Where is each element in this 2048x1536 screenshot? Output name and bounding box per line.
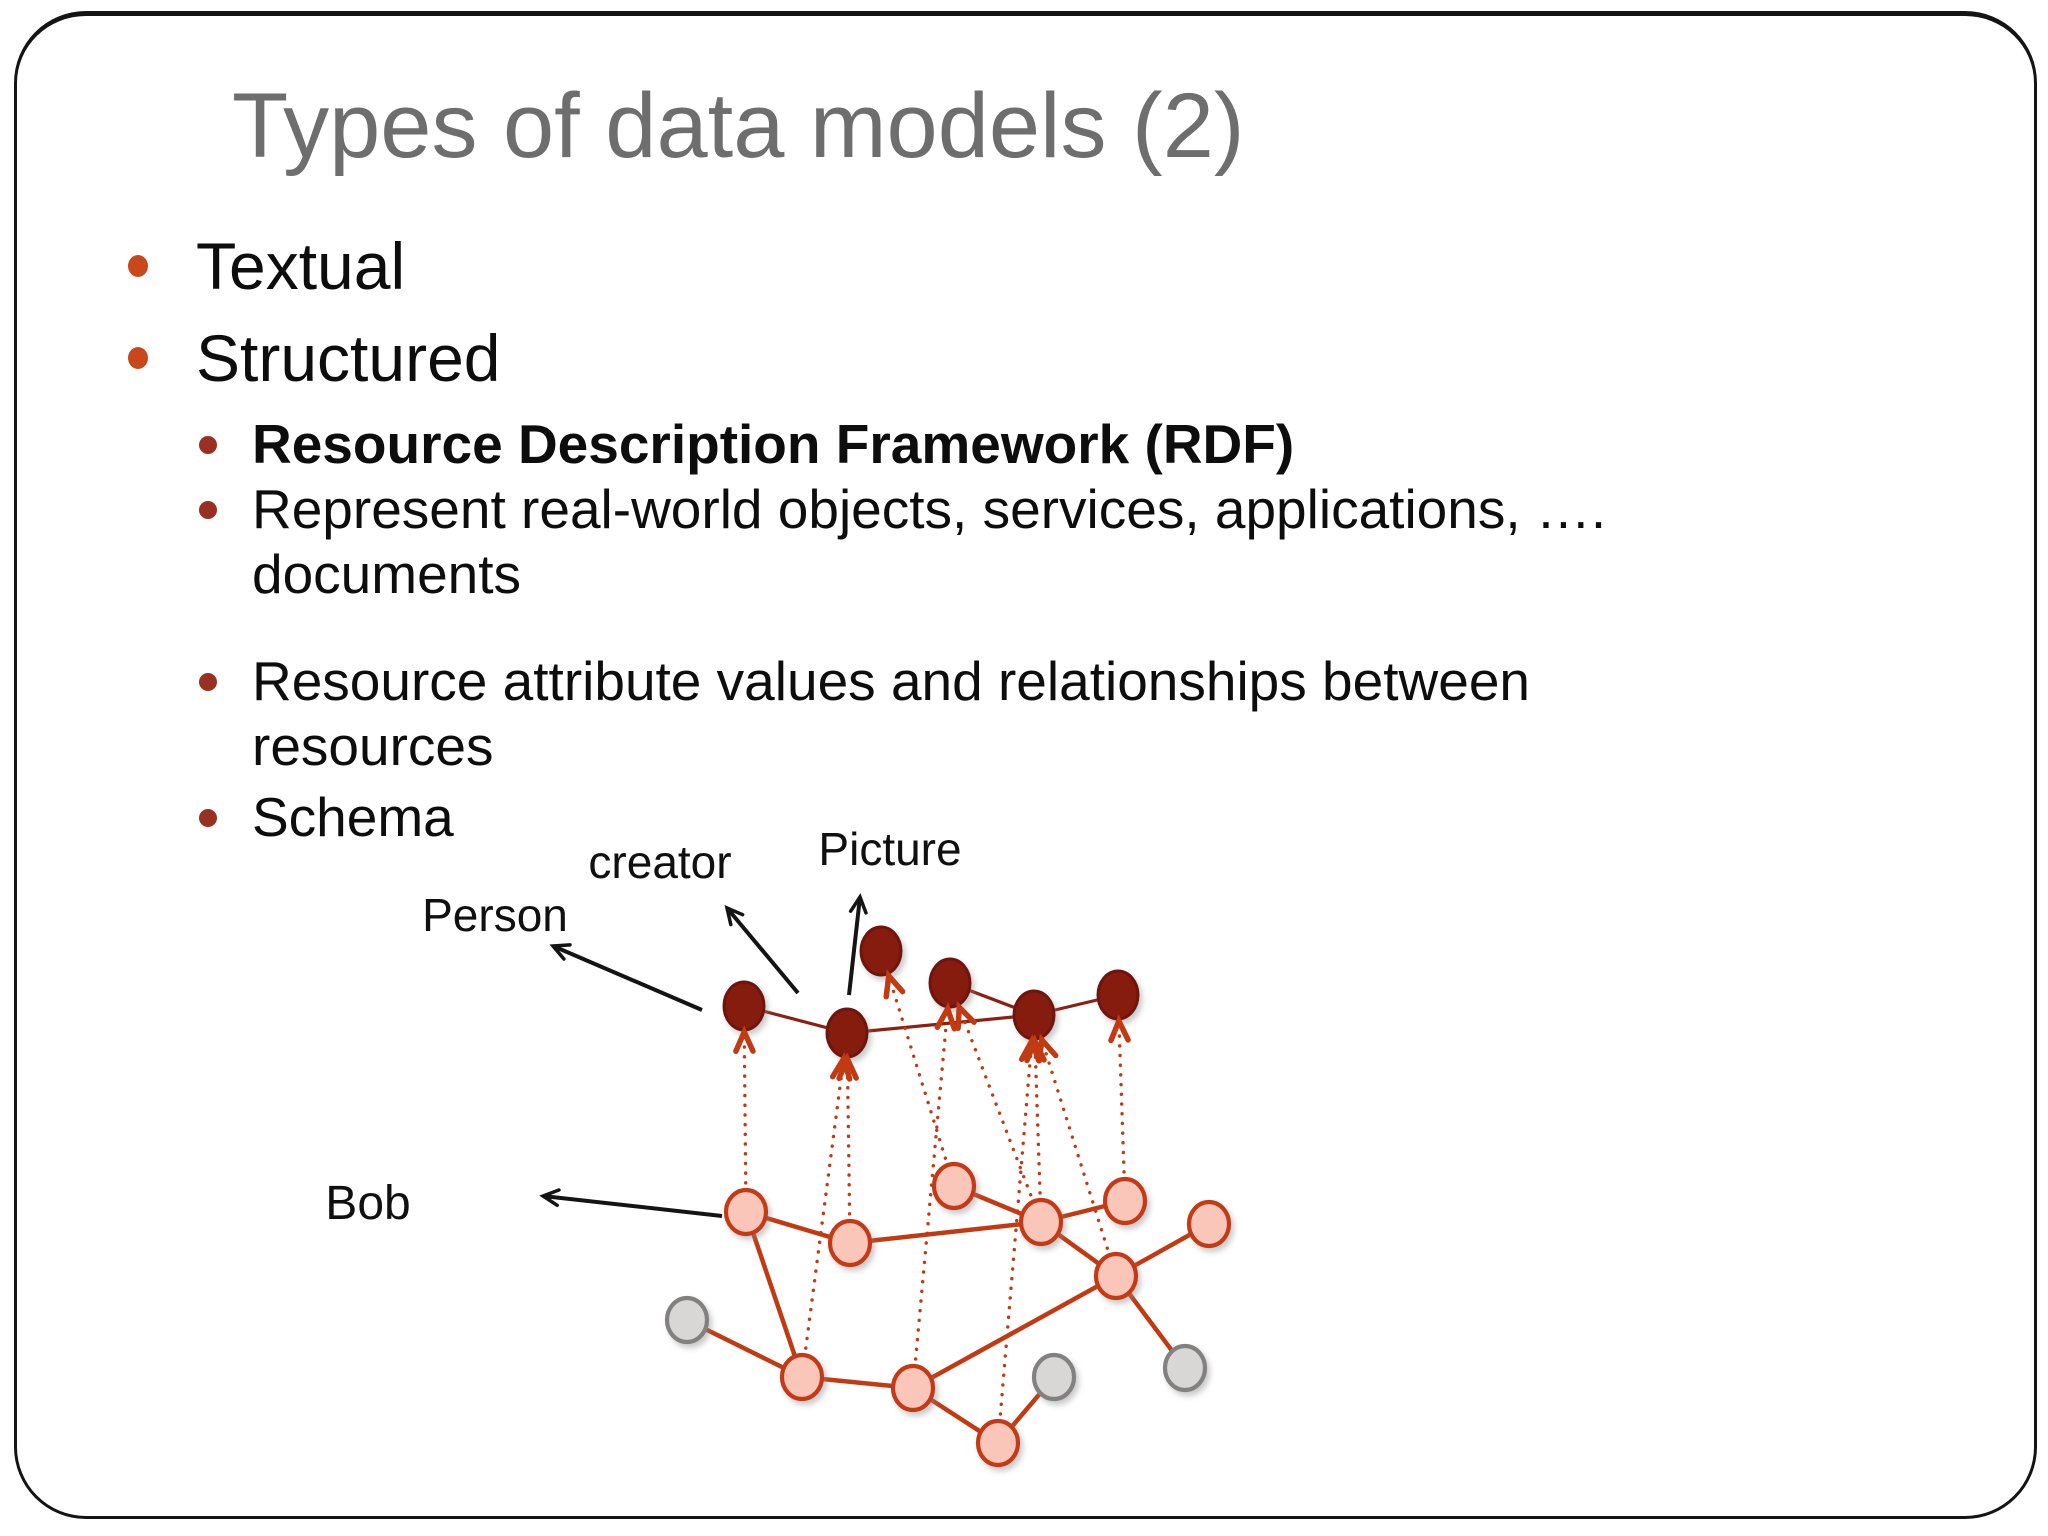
schema-node [859,925,903,977]
arrowhead-icon [1018,1034,1042,1064]
instance-of-edge [962,1018,1043,1224]
instance-of-edge [845,1071,852,1245]
instance-of-edge [1044,1051,1118,1278]
resource-node [779,1352,825,1402]
bullet-dot-icon [199,501,217,519]
resource-node [1102,1176,1148,1226]
annotation-arrow [725,906,800,995]
resource-node [1018,1197,1064,1247]
diagram-label-creator: creator [588,836,732,888]
relationship-edge [911,1274,1118,1390]
bullet-dot-icon [199,809,217,827]
literal-node [1031,1352,1077,1402]
arrowhead-icon [539,1188,561,1208]
diagram-label-person: Person [422,889,568,941]
literal-node [1162,1343,1208,1393]
instance-of-edge [1117,1033,1127,1203]
bullet-item-textual: Textual [128,220,1768,312]
schema-node [1012,989,1056,1041]
instance-of-edge [1033,1053,1043,1224]
arrowhead-icon [733,1025,756,1055]
slide-frame-border [14,11,2037,1519]
relationship-edge [849,1219,1042,1246]
literal-node [664,1295,710,1345]
resource-node [975,1418,1021,1468]
schema-node [722,980,766,1032]
bullet-dot-icon [128,347,148,369]
bullet-dot-icon [199,673,217,691]
bullet-text: Resource Description Framework (RDF) [252,413,1295,475]
bullet-dot-icon [128,255,148,277]
annotation-arrow [847,896,862,996]
bullet-list: Textual Structured Resource Description … [128,220,1768,850]
annotation-arrow [552,944,703,1012]
relationship-edge [743,1211,805,1378]
arrowhead-icon [934,1002,958,1032]
resource-node [827,1218,873,1268]
bullet-text: Resource attribute values and relationsh… [252,650,1530,777]
bullet-item-represent: Represent real-world objects, services, … [199,477,1768,607]
instance-of-edge [742,1044,748,1214]
instance-of-edge [996,1053,1033,1445]
resource-node [931,1161,977,1211]
arrowhead-icon [955,1000,977,1032]
schema-node [1096,969,1140,1021]
annotation-arrow [542,1194,723,1218]
arrowhead-icon [829,1052,853,1082]
diagram-label-bob: Bob [325,1177,411,1230]
resource-node [723,1187,769,1237]
arrowhead-icon [1036,1033,1059,1064]
resource-node [1186,1199,1232,1249]
arrowhead-icon [724,905,745,927]
bullet-item-structured: Structured [128,312,1768,404]
instance-of-edge [911,1021,949,1390]
bullet-text: Textual [196,229,406,303]
schema-node [928,957,972,1009]
arrowhead-icon [1108,1014,1131,1044]
bullet-item-attributes: Resource attribute values and relationsh… [199,649,1768,779]
bullet-item-rdf: Resource Description Framework (RDF) [199,412,1768,477]
bullet-dot-icon [199,436,217,454]
schema-node [825,1007,869,1059]
resource-node [1093,1251,1139,1301]
slide-title: Types of data models (2) [232,75,1245,177]
arrowhead-icon [883,969,906,1000]
arrowhead-icon [848,893,868,915]
arrowhead-icon [549,943,572,961]
bullet-text: Schema [252,786,454,848]
bullet-item-schema: Schema [199,785,1768,850]
resource-node [890,1363,936,1413]
bullet-text: Represent real-world objects, services, … [252,478,1607,605]
diagram-label-picture: Picture [818,823,962,875]
arrowhead-icon [836,1052,859,1082]
bullet-text: Structured [196,321,501,395]
